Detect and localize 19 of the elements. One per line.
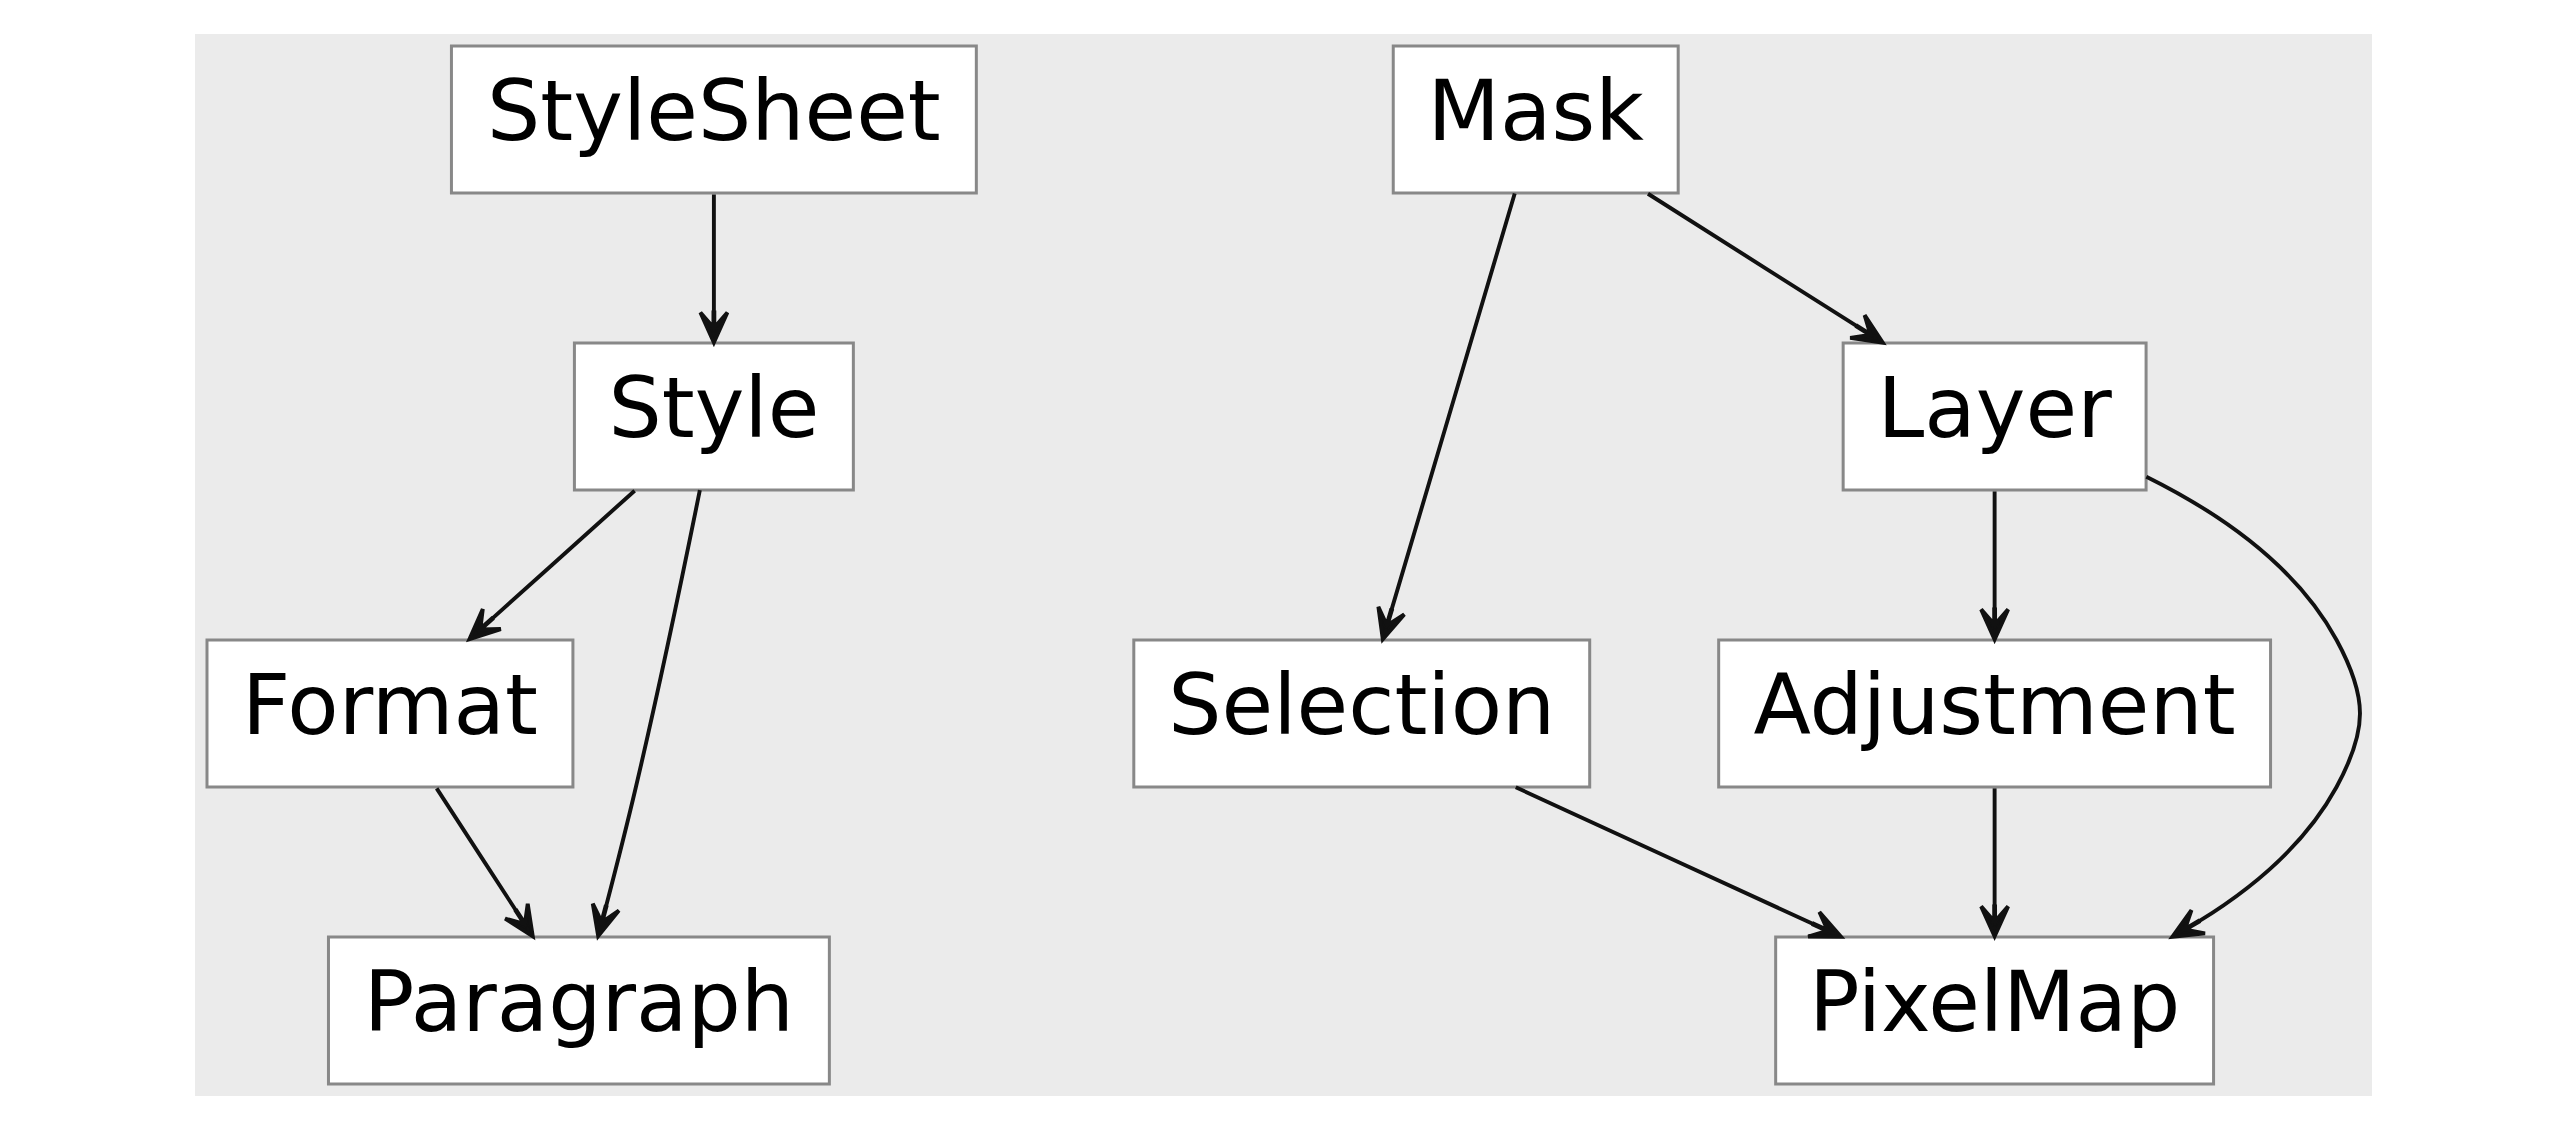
- node-box: Paragraph: [326, 934, 831, 1085]
- arrow: [1376, 192, 1517, 641]
- node-box: PixelMap: [1774, 934, 2216, 1085]
- arrow: [590, 489, 702, 938]
- node-box: Mask: [1391, 44, 1680, 195]
- arrow: [1979, 787, 2011, 938]
- arrow: [435, 786, 535, 938]
- arrow: [1646, 191, 1885, 345]
- arrow: [1514, 784, 1843, 939]
- arrow: [1979, 490, 2011, 641]
- node-box: Format: [205, 638, 575, 788]
- arrow: [467, 488, 636, 641]
- node-box: Layer: [1841, 341, 2148, 491]
- arrow: [2145, 474, 2362, 939]
- node-box: Selection: [1132, 638, 1592, 788]
- node-box: Adjustment: [1717, 638, 2273, 788]
- arrow: [698, 194, 730, 344]
- node-box: Style: [572, 341, 855, 491]
- node-box: StyleSheet: [449, 44, 978, 195]
